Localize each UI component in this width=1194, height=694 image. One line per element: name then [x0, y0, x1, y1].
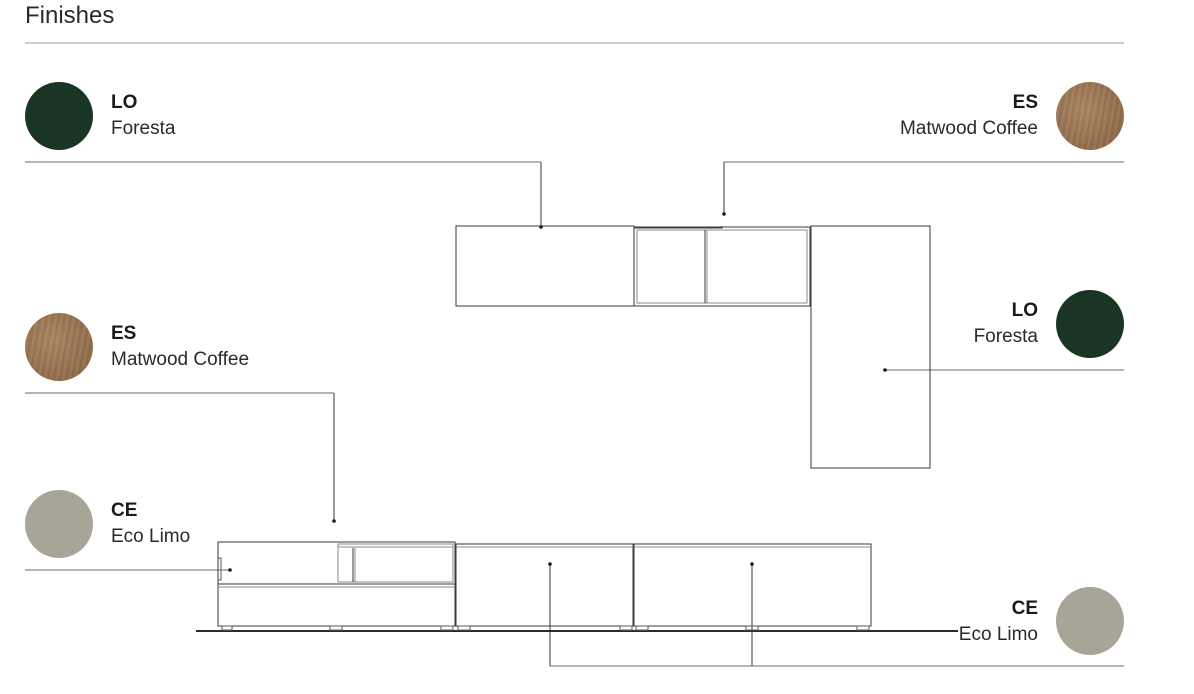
finish-label-es-top-right: ES Matwood Coffee	[900, 90, 1038, 142]
finish-swatch-ce-lower-left	[25, 490, 93, 558]
finish-swatch-ce-bottom-right	[1056, 587, 1124, 655]
finish-code: ES	[1012, 92, 1038, 113]
finish-name: Foresta	[973, 326, 1038, 347]
foot	[745, 625, 759, 631]
finish-code: CE	[1011, 598, 1038, 619]
foot	[635, 625, 649, 631]
foot	[457, 625, 471, 631]
finish-label-es-mid-left: ES Matwood Coffee	[111, 321, 249, 373]
wall-open-shelf	[633, 226, 811, 307]
foot	[329, 625, 343, 631]
foot	[440, 625, 454, 631]
base-unit-left-side-mark	[218, 557, 222, 581]
finish-label-ce-lower-left: CE Eco Limo	[111, 498, 190, 550]
leader-dot	[722, 212, 726, 216]
base-unit-left-recess	[337, 543, 454, 583]
finish-code: ES	[111, 323, 137, 344]
finish-name: Eco Limo	[958, 624, 1038, 645]
wall-cabinet-left	[455, 225, 635, 307]
page-title: Finishes	[25, 2, 115, 29]
finish-label-ce-bottom-right: CE Eco Limo	[959, 596, 1038, 648]
foot	[619, 625, 633, 631]
base-feet	[221, 625, 870, 631]
tall-wall-cabinet	[810, 225, 931, 469]
leader-dot	[539, 225, 543, 229]
finish-label-lo-top-left: LO Foresta	[111, 90, 175, 142]
finish-code: LO	[111, 92, 138, 113]
wall-open-shelf-inner	[636, 229, 808, 304]
leader-dot	[883, 368, 887, 372]
foot	[221, 625, 233, 631]
finish-name: Matwood Coffee	[899, 118, 1038, 139]
finish-name: Foresta	[111, 118, 176, 139]
finish-name: Eco Limo	[111, 526, 191, 547]
finish-swatch-lo-mid-right	[1056, 290, 1124, 358]
finish-code: LO	[1011, 300, 1038, 321]
finish-swatch-es-top-right	[1056, 82, 1124, 150]
finish-code: CE	[111, 500, 138, 521]
leader-dot	[750, 562, 754, 566]
finish-name: Matwood Coffee	[111, 349, 250, 370]
foot	[856, 625, 870, 631]
leader-dot	[332, 519, 336, 523]
base-unit-middle	[455, 543, 634, 627]
leader-dot	[548, 562, 552, 566]
finish-label-lo-mid-right: LO Foresta	[974, 298, 1038, 350]
finish-swatch-es-mid-left	[25, 313, 93, 381]
leader-dot	[228, 568, 232, 572]
finish-swatch-lo-top-left	[25, 82, 93, 150]
